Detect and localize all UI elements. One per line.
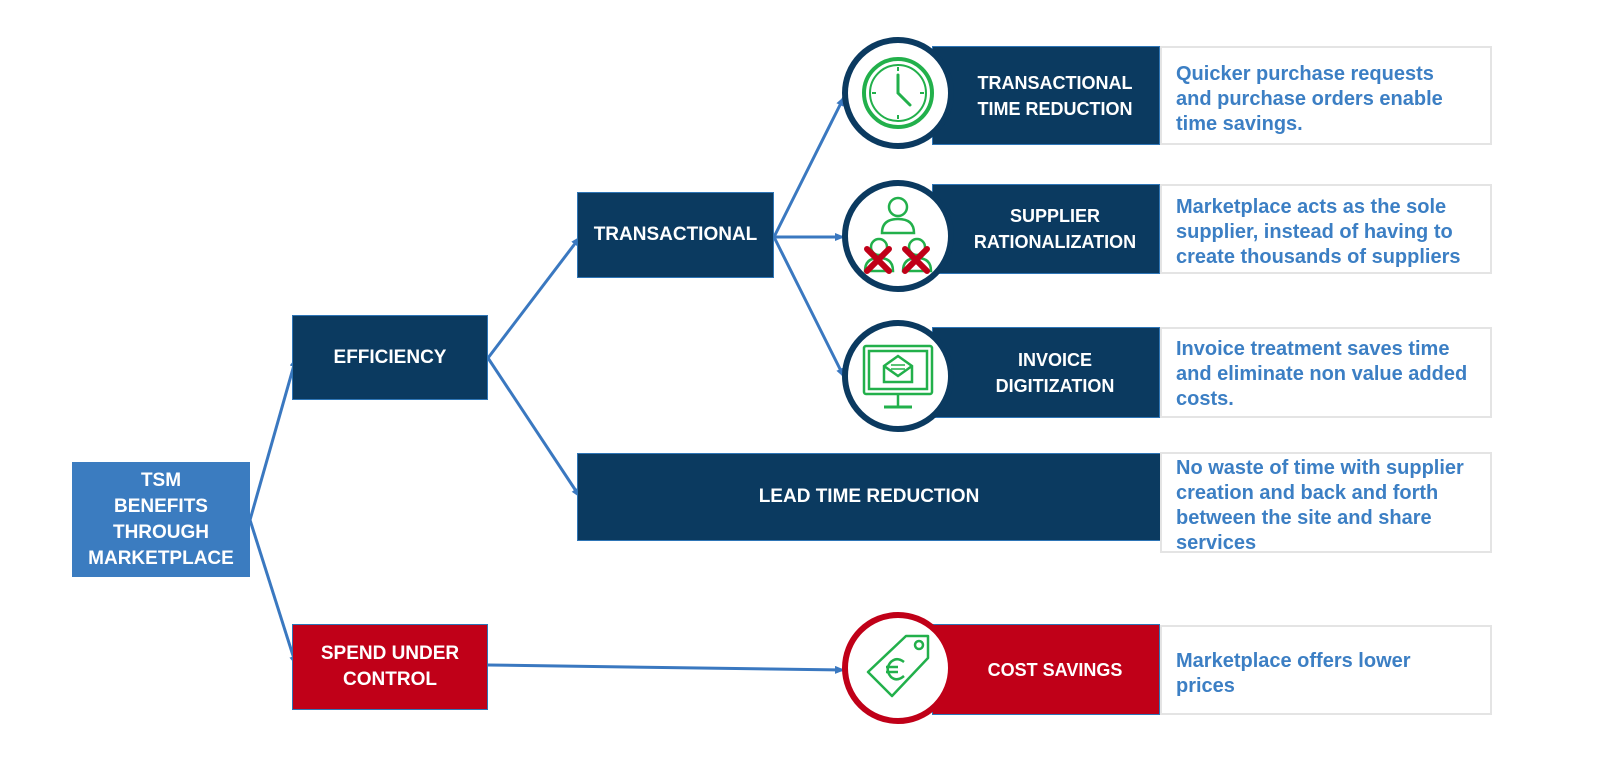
root-line: BENEFITS: [114, 495, 208, 517]
euro-tag-icon: [842, 612, 954, 724]
spend-line: SPEND UNDER: [320, 643, 460, 664]
transactional-node: TRANSACTIONAL: [577, 192, 774, 278]
arrow-root-to-efficiency: [248, 357, 298, 521]
efficiency-label: EFFICIENCY: [333, 346, 447, 368]
email-monitor-icon: [842, 320, 954, 432]
efficiency-node: EFFICIENCY: [292, 315, 488, 400]
arrow-efficiency-to-transactional: [486, 236, 582, 359]
transactional-label: TRANSACTIONAL: [593, 224, 758, 245]
invoice-digitization-node: INVOICE DIGITIZATION: [932, 327, 1160, 418]
lead-time-description: No waste of time with supplier creation …: [1160, 452, 1492, 554]
transactional-time-reduction-node: TRANSACTIONAL TIME REDUCTION: [932, 46, 1160, 145]
supplier-rationalization-node: SUPPLIER RATIONALIZATION: [932, 184, 1160, 274]
spend-under-control-node: SPEND UNDER CONTROL: [292, 624, 488, 710]
root-line: MARKETPLACE: [88, 547, 234, 569]
spend-line: CONTROL: [343, 669, 437, 690]
lead-time-reduction-node: LEAD TIME REDUCTION: [577, 453, 1161, 541]
supplier-rationalization-description: Marketplace acts as the sole supplier, i…: [1160, 184, 1492, 274]
arrow-transactional-to-time-reduction: [772, 96, 846, 238]
arrow-root-to-spend: [248, 519, 298, 666]
arrow-transactional-to-invoice: [772, 236, 846, 378]
clock-icon: [842, 37, 954, 149]
invoice-digitization-description: Invoice treatment saves time and elimina…: [1160, 327, 1492, 418]
arrow-efficiency-to-lead-time: [486, 357, 582, 498]
cost-savings-description: Marketplace offers lower prices: [1160, 625, 1492, 715]
lead-time-label: LEAD TIME REDUCTION: [758, 486, 980, 507]
transactional-time-reduction-description: Quicker purchase requests and purchase o…: [1160, 46, 1492, 145]
cost-savings-node: COST SAVINGS: [932, 624, 1160, 715]
root-line: TSM: [140, 469, 182, 491]
arrow-spend-to-cost-savings: [487, 663, 845, 674]
suppliers-removed-icon: [842, 180, 954, 292]
root-line: THROUGH: [112, 521, 210, 543]
root-node: TSM BENEFITS THROUGH MARKETPLACE: [72, 462, 250, 577]
